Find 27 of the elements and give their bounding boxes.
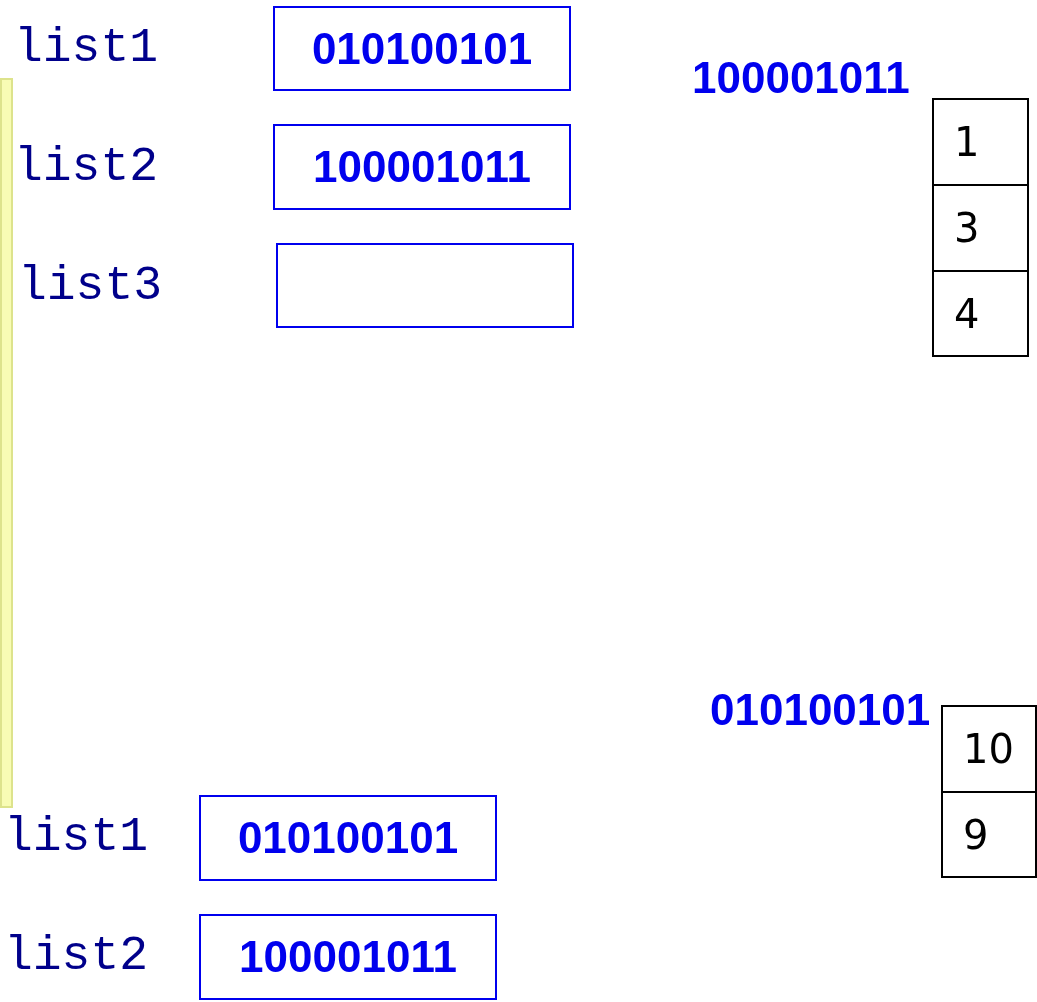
cell-value: 4	[954, 290, 980, 337]
side-panel	[0, 78, 13, 808]
reference-box	[273, 6, 571, 91]
variable-name: list1	[14, 24, 159, 72]
array-cell	[932, 184, 1029, 272]
variable-name: list1	[4, 813, 149, 861]
cell-value: 9	[963, 811, 989, 858]
variable-name: list2	[14, 143, 159, 191]
reference-box	[199, 795, 497, 881]
array-cell	[932, 98, 1029, 186]
address-value: 010100101	[311, 23, 533, 74]
address-value: 010100101	[237, 813, 459, 863]
variable-name: list3	[18, 262, 163, 310]
reference-box	[273, 124, 571, 210]
empty-reference-box	[276, 243, 574, 328]
reference-box	[199, 914, 497, 1000]
address-label: 010100101	[710, 688, 931, 732]
cell-value: 1	[954, 119, 980, 165]
address-value: 100001011	[313, 142, 531, 192]
array-cell	[941, 705, 1037, 793]
address-label: 100001011	[692, 56, 910, 100]
address-value: 100001011	[239, 932, 457, 982]
array-cell	[941, 791, 1037, 878]
variable-name: list2	[4, 932, 149, 980]
cell-value: 10	[963, 726, 1014, 772]
cell-value: 3	[954, 205, 980, 251]
array-cell	[932, 270, 1029, 357]
